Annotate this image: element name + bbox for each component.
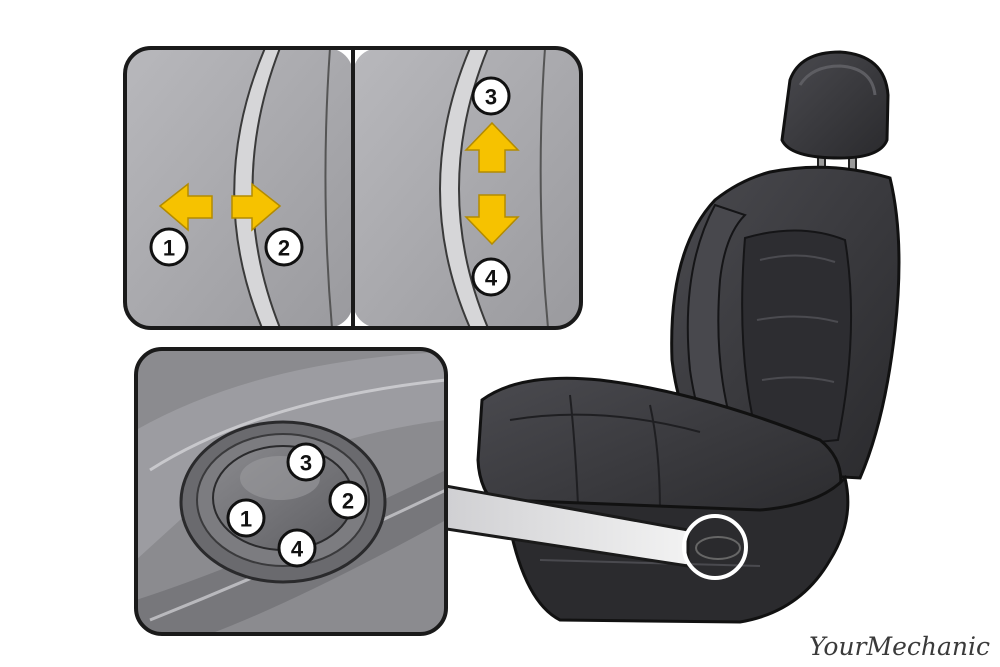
control-button-label: 2 xyxy=(342,489,354,514)
control-button-label: 4 xyxy=(291,537,304,562)
control-button-label: 1 xyxy=(240,507,252,532)
brand-watermark: YourMechanic xyxy=(809,632,990,661)
control-button[interactable]: 2 xyxy=(328,480,368,520)
headrest xyxy=(780,50,890,160)
control-button[interactable]: 3 xyxy=(286,442,326,482)
arrow-left-icon xyxy=(158,182,213,232)
number-badge: 1 xyxy=(149,227,189,267)
backrest-center-panel xyxy=(741,229,853,450)
highlight-circle xyxy=(682,514,748,580)
arrow-up-icon xyxy=(464,121,520,173)
panel-control-closeup: 1 2 3 4 xyxy=(134,347,448,636)
control-button[interactable]: 4 xyxy=(277,528,317,568)
number-badge: 2 xyxy=(264,227,304,267)
number-badge: 3 xyxy=(471,76,511,116)
control-button[interactable]: 1 xyxy=(226,498,266,538)
control-button-label: 3 xyxy=(300,451,312,476)
seat-control-knob[interactable] xyxy=(695,536,741,560)
backrest-seam xyxy=(756,254,839,383)
arrow-right-icon xyxy=(231,182,282,232)
number-badge: 4 xyxy=(471,257,511,297)
panel-lumbar-horizontal: 1 2 xyxy=(125,48,353,328)
headrest-highlight xyxy=(798,64,877,96)
seat-base-edge xyxy=(539,559,761,567)
badge-label: 2 xyxy=(278,236,290,261)
panel-lumbar-vertical: 3 4 xyxy=(353,48,581,328)
badge-label: 1 xyxy=(163,236,175,261)
badge-label: 3 xyxy=(485,85,497,110)
cushion-seam xyxy=(509,394,701,513)
arrow-down-icon xyxy=(464,194,520,246)
badge-label: 4 xyxy=(485,266,498,291)
